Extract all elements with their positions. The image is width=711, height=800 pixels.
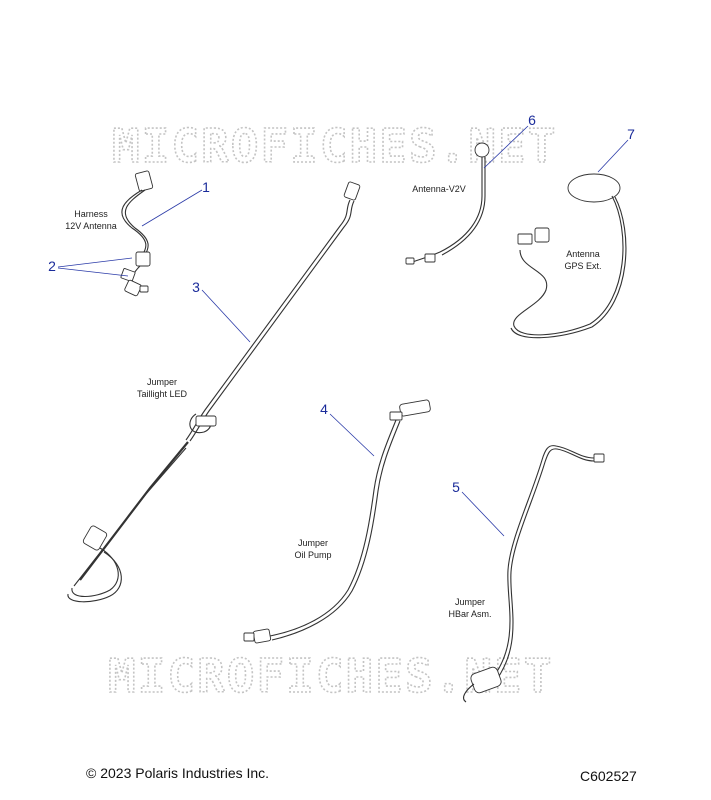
- jumper-oil-pump-drawing: [243, 399, 431, 644]
- label-hbar-line1: Jumper: [455, 597, 485, 607]
- callout-2: 2: [48, 258, 56, 274]
- callout-6: 6: [528, 112, 536, 128]
- label-v2v: Antenna-V2V: [412, 184, 466, 194]
- antenna-gps-drawing: [510, 173, 627, 339]
- callout-5: 5: [452, 479, 460, 495]
- jumper-taillight-led-drawing: [67, 181, 361, 603]
- label-harness-line2: 12V Antenna: [65, 221, 117, 231]
- label-hbar-line2: HBar Asm.: [448, 609, 491, 619]
- watermark-top: MICROFICHES.NET: [112, 119, 557, 173]
- label-gps-line2: GPS Ext.: [564, 261, 601, 271]
- leader-line-7: [597, 139, 629, 173]
- jumper-hbar-asm-drawing: [463, 445, 605, 703]
- leader-line-6: [483, 125, 529, 169]
- copyright-text: © 2023 Polaris Industries Inc.: [86, 765, 270, 781]
- leader-line-1: [141, 189, 203, 227]
- leader-line-4: [329, 413, 375, 457]
- label-oilpump-line1: Jumper: [298, 538, 328, 548]
- harness-12v-antenna-drawing: [120, 170, 154, 297]
- label-taillight-line1: Jumper: [147, 377, 177, 387]
- label-gps-line1: Antenna: [566, 249, 600, 259]
- leader-line-2: [57, 257, 133, 277]
- callout-7: 7: [627, 126, 635, 142]
- diagram-code: C602527: [580, 768, 637, 784]
- callout-3: 3: [192, 279, 200, 295]
- callout-1: 1: [202, 179, 210, 195]
- label-oilpump-line2: Oil Pump: [294, 550, 331, 560]
- callout-4: 4: [320, 401, 328, 417]
- label-taillight-line2: Taillight LED: [137, 389, 188, 399]
- leader-line-5: [461, 491, 505, 537]
- leader-line-3: [201, 289, 251, 343]
- label-harness-line1: Harness: [74, 209, 108, 219]
- antenna-v2v-drawing: [405, 142, 490, 265]
